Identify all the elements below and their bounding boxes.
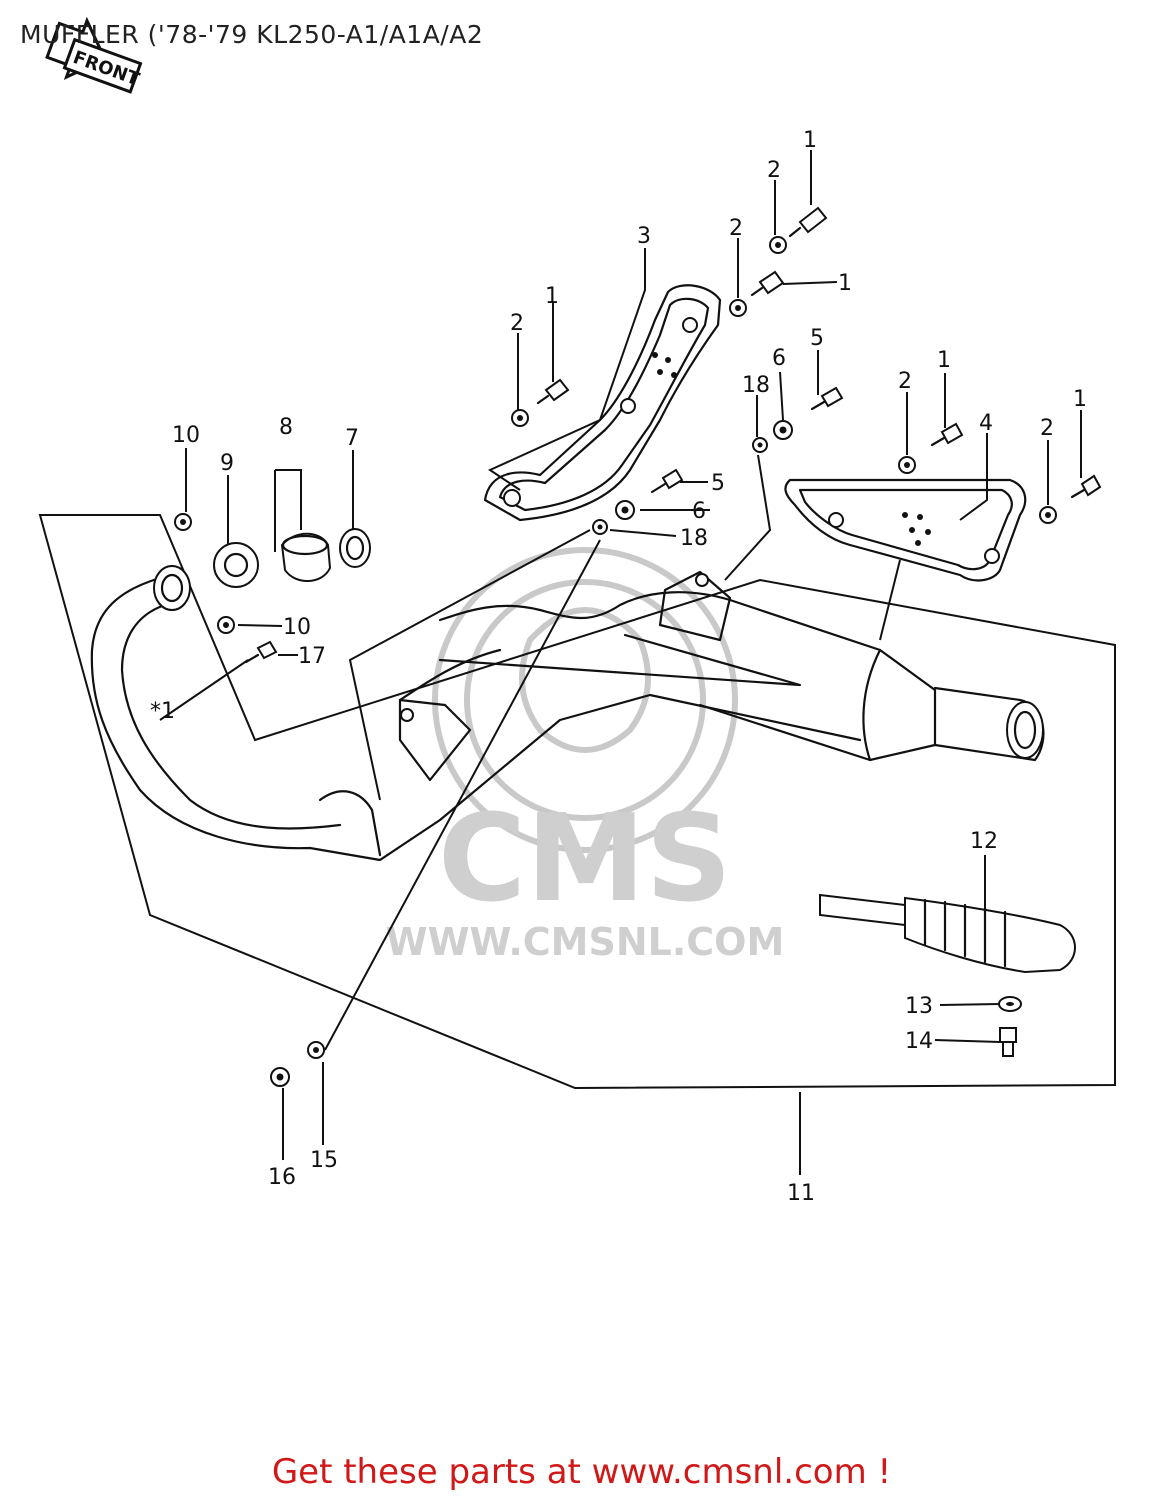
- callout-2: 2: [1040, 416, 1054, 441]
- callout-7: 7: [345, 426, 359, 451]
- callout-2: 2: [510, 311, 524, 336]
- callout-1: 1: [838, 271, 852, 296]
- callout-18: 18: [680, 526, 708, 551]
- callout-5: 5: [810, 326, 824, 351]
- bolt-icon: [750, 270, 785, 297]
- callout-15: 15: [310, 1148, 338, 1173]
- callout-8: 8: [279, 415, 293, 440]
- bolt-icon: [999, 1027, 1017, 1057]
- callout-6: 6: [692, 499, 706, 524]
- fasteners: [174, 206, 1102, 1087]
- spark-arrester-12: [819, 893, 1076, 974]
- page-title: MUFFLER ('78-'79 KL250-A1/A1A/A2: [20, 20, 484, 49]
- callout-2: 2: [898, 369, 912, 394]
- exhaust-gasket-7: [339, 528, 371, 568]
- bolt-icon: [930, 422, 964, 447]
- callout-2: 2: [767, 158, 781, 183]
- front-arrow-icon: FRONT: [45, 16, 143, 94]
- callout-note: *1: [150, 699, 175, 724]
- muffler-body: [398, 570, 1045, 782]
- callout-1: 1: [545, 284, 559, 309]
- exhaust-clamp-8: [280, 532, 332, 582]
- callout-10: 10: [172, 423, 200, 448]
- watermark-brand: CMS: [438, 790, 732, 929]
- callout-18: 18: [742, 373, 770, 398]
- leader-lines: [159, 150, 1082, 1175]
- callout-13: 13: [905, 994, 933, 1019]
- callout-6: 6: [772, 346, 786, 371]
- callout-4: 4: [979, 411, 993, 436]
- cmsnl-watermark: CMS WWW.CMSNL.COM: [386, 547, 785, 964]
- callout-10: 10: [283, 615, 311, 640]
- callout-1: 1: [937, 348, 951, 373]
- callout-11: 11: [787, 1181, 815, 1206]
- bolt-icon: [810, 386, 844, 411]
- heat-guard-4: [784, 478, 1027, 582]
- callout-1: 1: [1073, 387, 1087, 412]
- callout-2: 2: [729, 216, 743, 241]
- callout-3: 3: [637, 224, 651, 249]
- callout-1: 1: [803, 128, 817, 153]
- callout-labels: 1 2 2 1 3 1 2 6 5 18 1 2 4 1 2 10 9 8 7 …: [150, 128, 1087, 1206]
- exhaust-header-pipe: [90, 565, 862, 862]
- exhaust-flange-9: [213, 542, 259, 588]
- footer-link[interactable]: Get these parts at www.cmsnl.com !: [271, 1452, 892, 1492]
- callout-5: 5: [711, 471, 725, 496]
- bolt-icon: [650, 468, 684, 494]
- bolt-icon: [788, 206, 828, 238]
- callout-17: 17: [298, 644, 326, 669]
- bolt-icon: [1070, 474, 1102, 499]
- bolt-icon: [536, 378, 570, 405]
- callout-16: 16: [268, 1165, 296, 1190]
- heat-guard-3: [483, 284, 722, 522]
- callout-12: 12: [970, 829, 998, 854]
- bolt-icon: [244, 640, 278, 664]
- assembly-11-outline: [38, 514, 1116, 1090]
- callout-9: 9: [220, 451, 234, 476]
- callout-14: 14: [905, 1029, 933, 1054]
- watermark-url: WWW.CMSNL.COM: [386, 920, 785, 964]
